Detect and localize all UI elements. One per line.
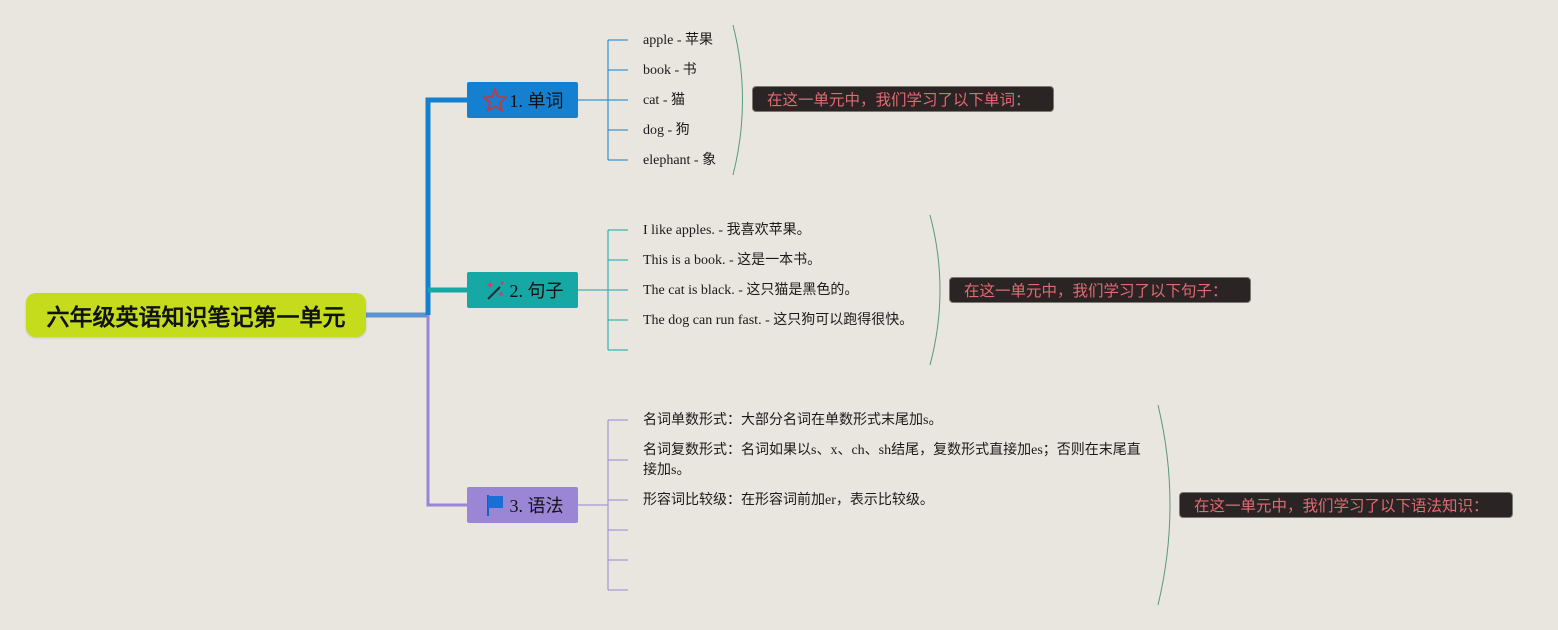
leaf-item[interactable]: 名词复数形式：名词如果以s、x、ch、sh结尾，复数形式直接加es；否则在末尾直…	[643, 443, 1141, 478]
root-topic[interactable]: 六年级英语知识笔记第一单元	[26, 293, 366, 337]
leaf-item[interactable]: I like apples. - 我喜欢苹果。	[643, 223, 811, 238]
leaf-item[interactable]: dog - 狗	[643, 123, 690, 138]
summary-text: 在这一单元中，我们学习了以下单词：	[767, 91, 1031, 109]
branch-label: 3. 语法	[509, 496, 564, 516]
leaf-item[interactable]: apple - 苹果	[643, 33, 713, 48]
leaf-item[interactable]: The dog can run fast. - 这只狗可以跑得很快。	[643, 313, 914, 328]
summary-grammar[interactable]: 在这一单元中，我们学习了以下语法知识：	[1179, 492, 1513, 518]
leaf-item[interactable]: 名词单数形式：大部分名词在单数形式末尾加s。	[643, 413, 943, 428]
branch-grammar[interactable]: 3. 语法	[467, 487, 578, 523]
summary-text: 在这一单元中，我们学习了以下句子：	[964, 282, 1228, 300]
branch-sentences[interactable]: 2. 句子	[467, 272, 578, 308]
branch-label: 1. 单词	[509, 91, 564, 111]
flag-icon	[482, 492, 508, 518]
branch-vocabulary[interactable]: 1. 单词	[467, 82, 578, 118]
summary-text: 在这一单元中，我们学习了以下语法知识：	[1194, 497, 1489, 515]
summary-vocabulary[interactable]: 在这一单元中，我们学习了以下单词：	[752, 86, 1054, 112]
star-icon	[482, 87, 508, 113]
branch-label: 2. 句子	[509, 281, 564, 301]
root-title: 六年级英语知识笔记第一单元	[46, 305, 346, 331]
leaf-item[interactable]: This is a book. - 这是一本书。	[643, 253, 822, 268]
summary-sentences[interactable]: 在这一单元中，我们学习了以下句子：	[949, 277, 1251, 303]
leaf-item[interactable]: cat - 猫	[643, 93, 685, 108]
leaf-item[interactable]: The cat is black. - 这只猫是黑色的。	[643, 283, 859, 298]
leaf-item[interactable]: book - 书	[643, 63, 697, 78]
leaf-item[interactable]: 形容词比较级：在形容词前加er，表示比较级。	[643, 493, 934, 508]
sparkle-wand-icon	[482, 277, 508, 303]
leaf-item[interactable]: elephant - 象	[643, 153, 717, 168]
